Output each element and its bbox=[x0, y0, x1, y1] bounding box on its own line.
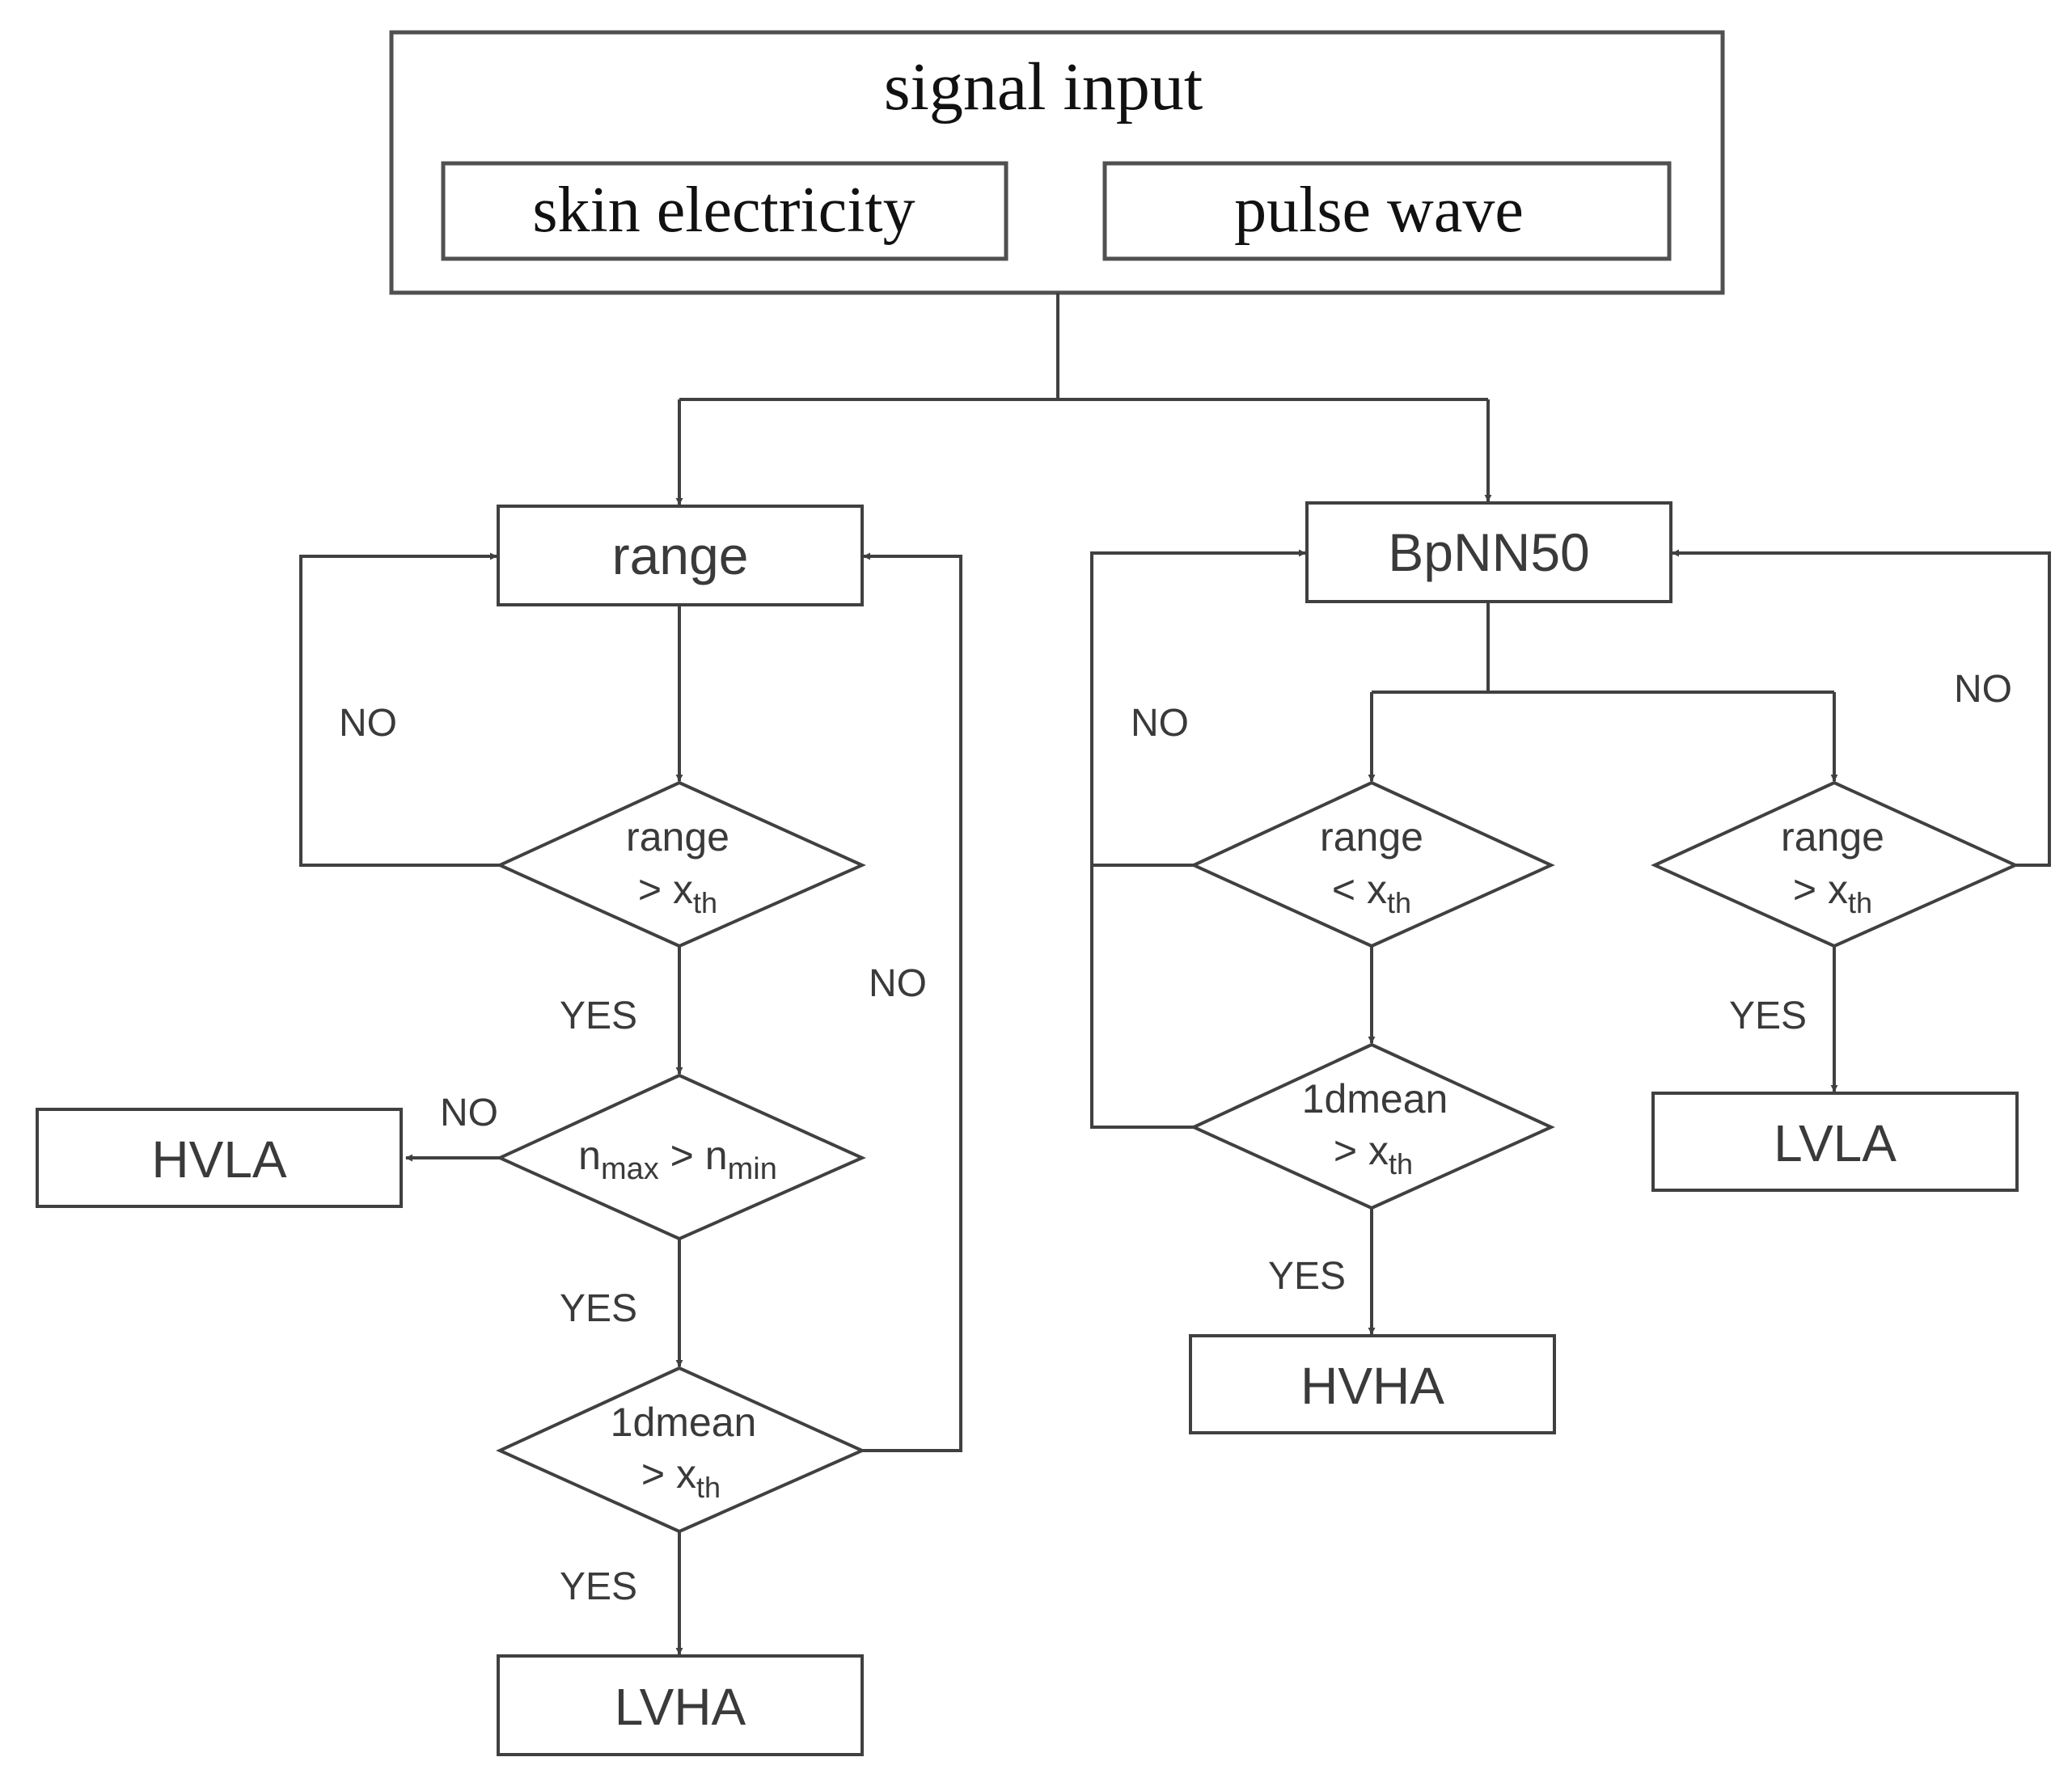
bpnn50-process-box bbox=[1305, 501, 1672, 603]
range-process-label: range bbox=[612, 526, 749, 585]
right-d2-yes-label: YES bbox=[1268, 1255, 1346, 1298]
right-decision-range-gt bbox=[1651, 780, 2019, 948]
hvha-box bbox=[1189, 1334, 1556, 1434]
left-d1-line1: range bbox=[626, 814, 729, 860]
left-d1-no-label: NO bbox=[339, 702, 397, 745]
lvla-box bbox=[1651, 1092, 2019, 1192]
right-decision-1dmean-gt bbox=[1190, 1042, 1555, 1210]
hvla-box bbox=[36, 1108, 403, 1208]
right-d3-yes-label: YES bbox=[1729, 995, 1807, 1037]
right-d3-line2: > xth bbox=[1793, 867, 1872, 919]
pulse-wave-label: pulse wave bbox=[1234, 175, 1524, 246]
left-d3-yes-label: YES bbox=[560, 1565, 637, 1608]
left-d1-line2: > xth bbox=[638, 867, 717, 919]
loop-right-d3-no bbox=[1672, 549, 2051, 867]
connector-input-split bbox=[679, 293, 1488, 401]
left-decision-1dmean-gt bbox=[496, 1366, 866, 1534]
right-branch: BpNN50 range < xth NO 1dmean > xth YES H… bbox=[1090, 501, 2051, 1434]
left-d3-line1: 1dmean bbox=[611, 1400, 757, 1445]
bpnn50-process-label: BpNN50 bbox=[1388, 522, 1589, 582]
right-d1-line2: < xth bbox=[1332, 867, 1411, 919]
right-d1-line1: range bbox=[1320, 814, 1423, 860]
loop-d3-no bbox=[862, 552, 962, 1452]
hvha-label: HVHA bbox=[1300, 1357, 1444, 1415]
lvha-label: LVHA bbox=[615, 1678, 746, 1736]
lvla-label: LVLA bbox=[1774, 1114, 1897, 1172]
right-d2-line1: 1dmean bbox=[1302, 1076, 1448, 1121]
right-no-label: NO bbox=[1131, 702, 1189, 745]
right-d2-line2: > xth bbox=[1334, 1128, 1413, 1181]
skin-electricity-label: skin electricity bbox=[532, 175, 915, 246]
lvha-box bbox=[497, 1654, 864, 1756]
skin-electricity-box bbox=[441, 161, 1009, 261]
right-d3-no-label: NO bbox=[1954, 668, 2012, 711]
range-process-box bbox=[497, 505, 864, 606]
right-decision-range-lt bbox=[1190, 780, 1555, 948]
connector-bpnn50-split bbox=[1372, 602, 1834, 694]
left-d3-no-label: NO bbox=[869, 962, 927, 1005]
loop-d1-no bbox=[299, 552, 500, 867]
left-d3-line2: > xth bbox=[641, 1451, 721, 1504]
left-d2-no-label: NO bbox=[440, 1092, 498, 1134]
left-branch: range range > xth NO YES nmax > nmin NO … bbox=[36, 505, 962, 1756]
hvla-label: HVLA bbox=[151, 1130, 287, 1189]
loop-right-no bbox=[1090, 549, 1306, 1129]
signal-input-block: signal input skin electricity pulse wave bbox=[389, 30, 1725, 295]
left-d2-yes-label: YES bbox=[560, 1287, 637, 1330]
pulse-wave-box bbox=[1102, 161, 1672, 261]
left-d2-label: nmax > nmin bbox=[578, 1133, 777, 1186]
right-d3-line1: range bbox=[1781, 814, 1884, 860]
left-d1-yes-label: YES bbox=[560, 995, 637, 1037]
signal-input-title: signal input bbox=[884, 49, 1203, 125]
left-decision-range-gt bbox=[496, 780, 866, 948]
